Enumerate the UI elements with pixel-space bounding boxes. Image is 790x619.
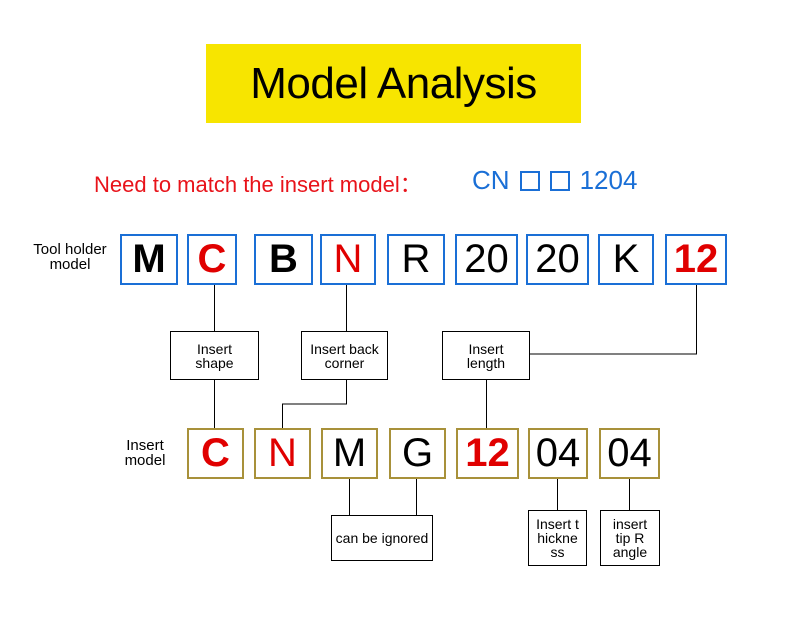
- target-model-suffix: 1204: [579, 165, 638, 195]
- holder-cell-3: B: [254, 234, 313, 285]
- note-can-be-ignored: can be ignored: [331, 515, 433, 561]
- holder-cell-1: M: [120, 234, 178, 285]
- note-insert-tip-angle: insert tip R angle: [600, 510, 660, 566]
- holder-cell-6: 20: [455, 234, 518, 285]
- insert-cell-3: M: [321, 428, 378, 479]
- note-insert-back-corner: Insert back corner: [301, 331, 388, 380]
- target-model: CN 1204: [472, 165, 637, 196]
- note-insert-length: Insert length: [442, 331, 530, 380]
- holder-cell-8: K: [598, 234, 654, 285]
- holder-cell-7: 20: [526, 234, 589, 285]
- subtitle: Need to match the insert model：: [94, 172, 422, 197]
- insert-cell-1: C: [187, 428, 244, 479]
- page-title: Model Analysis: [250, 58, 537, 108]
- holder-cell-5: R: [387, 234, 445, 285]
- note-insert-thickness: Insert thickness: [528, 510, 587, 566]
- insert-cell-6: 04: [528, 428, 588, 479]
- holder-cell-2: C: [187, 234, 237, 285]
- holder-cell-4: N: [320, 234, 376, 285]
- placeholder-square-1: [519, 170, 540, 191]
- insert-row-label: Insert model: [124, 437, 166, 469]
- placeholder-square-2: [549, 170, 570, 191]
- insert-cell-7: 04: [599, 428, 660, 479]
- title-banner: Model Analysis: [206, 44, 581, 123]
- insert-cell-5: 12: [456, 428, 519, 479]
- insert-cell-2: N: [254, 428, 311, 479]
- insert-cell-4: G: [389, 428, 446, 479]
- note-insert-shape: Insert shape: [170, 331, 259, 380]
- target-model-prefix: CN: [472, 165, 510, 195]
- holder-row-label: Tool holder model: [33, 241, 107, 273]
- holder-cell-9: 12: [665, 234, 727, 285]
